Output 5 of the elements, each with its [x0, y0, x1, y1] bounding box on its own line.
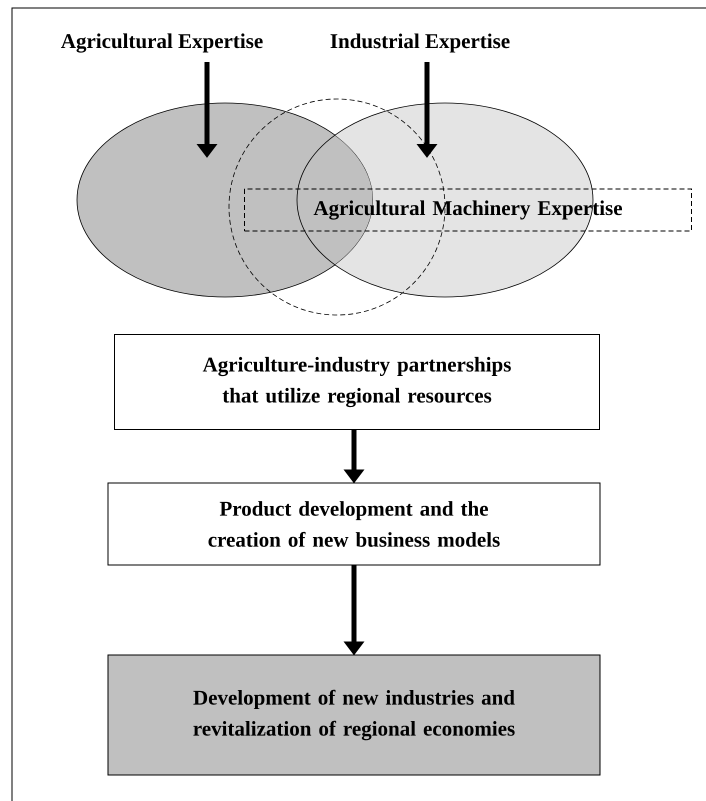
- result-box: Development of new industries and revitalization of regional economies: [108, 654, 600, 776]
- process-box: Agriculture-industry partnerships that utilize regional resources: [114, 334, 600, 430]
- heading-label: Agricultural Expertise: [61, 33, 263, 53]
- process-box: Product development and the creation of new business models: [108, 482, 600, 566]
- heading-label: Industrial Expertise: [330, 34, 510, 53]
